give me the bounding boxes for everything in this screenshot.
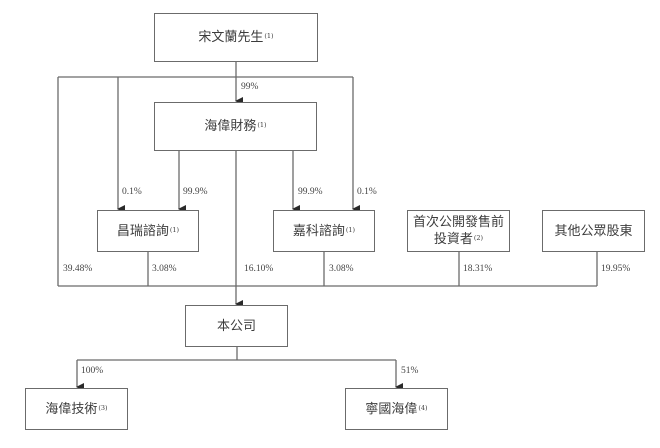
node-label-line1: 首次公開發售前 bbox=[412, 215, 504, 230]
pct-jiake-to-company: 3.08% bbox=[329, 264, 354, 274]
node-label: 其他公眾股東 bbox=[554, 223, 633, 239]
pct-song-to-changrui: 0.1% bbox=[122, 187, 142, 197]
pct-song-to-company: 39.48% bbox=[63, 264, 93, 274]
node-ningguo-haiwei: 寧國海偉(4) bbox=[345, 388, 448, 430]
node-label-line2: 投資者 bbox=[433, 232, 473, 247]
node-pre-ipo-investors: 首次公開發售前 投資者(2) bbox=[407, 210, 510, 252]
node-label: 昌瑞諮詢 bbox=[116, 223, 169, 239]
pct-finance-to-jiake: 99.9% bbox=[298, 187, 323, 197]
node-other-public-shareholders: 其他公眾股東 bbox=[542, 210, 645, 252]
footnote-marker: (1) bbox=[264, 32, 274, 40]
node-haiwei-technology: 海偉技術(3) bbox=[25, 388, 128, 430]
node-label: 嘉科諮詢 bbox=[292, 223, 345, 239]
pct-finance-to-changrui: 99.9% bbox=[183, 187, 208, 197]
node-label: 海偉財務 bbox=[204, 119, 257, 134]
pct-song-to-jiake: 0.1% bbox=[357, 187, 377, 197]
node-label: 海偉技術 bbox=[45, 401, 98, 417]
pct-preipo-to-company: 18.31% bbox=[463, 264, 493, 274]
pct-company-to-haiwei-tech: 100% bbox=[81, 366, 104, 376]
footnote-marker: (1) bbox=[257, 121, 267, 129]
pct-changrui-to-company: 3.08% bbox=[152, 264, 177, 274]
node-song-wenlan: 宋文蘭先生(1) bbox=[154, 13, 318, 62]
node-changrui-consulting: 昌瑞諮詢(1) bbox=[97, 210, 199, 252]
pct-company-to-ningguo: 51% bbox=[401, 366, 419, 376]
pct-public-to-company: 19.95% bbox=[601, 264, 631, 274]
footnote-marker: (3) bbox=[98, 403, 108, 412]
footnote-marker: (1) bbox=[169, 225, 180, 234]
node-the-company: 本公司 bbox=[185, 305, 288, 347]
pct-song-to-finance: 99% bbox=[241, 82, 259, 92]
node-label: 寧國海偉 bbox=[365, 401, 418, 417]
node-label: 本公司 bbox=[216, 318, 256, 334]
footnote-marker: (2) bbox=[473, 234, 484, 242]
footnote-marker: (4) bbox=[418, 403, 428, 412]
footnote-marker: (1) bbox=[345, 225, 356, 234]
node-label: 宋文蘭先生 bbox=[198, 30, 264, 45]
pct-finance-to-company: 16.10% bbox=[244, 264, 274, 274]
node-haiwei-finance: 海偉財務(1) bbox=[154, 102, 317, 151]
node-jiake-consulting: 嘉科諮詢(1) bbox=[273, 210, 375, 252]
